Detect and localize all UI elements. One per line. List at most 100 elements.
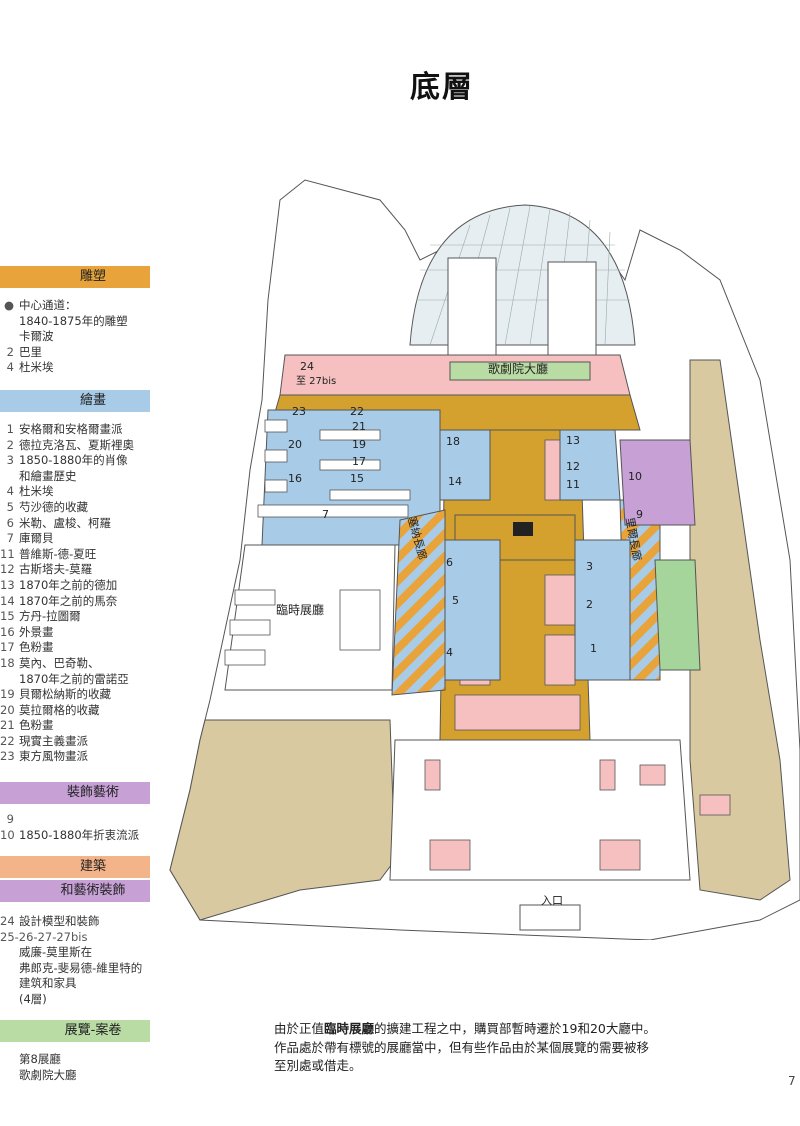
legend-item-text: 威廉-莫里斯在 xyxy=(19,945,93,960)
legend-item-text: 和繪畫歷史 xyxy=(19,468,77,483)
legend-item-text: 外景畫 xyxy=(19,624,54,639)
legend-item-text: 貝爾松納斯的收藏 xyxy=(19,687,111,702)
legend-item-text: 色粉畫 xyxy=(19,718,54,733)
legend-item-text: 第8展廳 xyxy=(19,1052,61,1066)
legend-item-text: 古斯塔夫-莫羅 xyxy=(19,562,93,577)
room-label-27bis: 至 27bis xyxy=(296,375,336,387)
legend-item: 卡爾波 xyxy=(0,329,128,345)
legend-item-number: 21 xyxy=(0,718,15,733)
legend-item-number: ● xyxy=(3,298,14,312)
legend-item: 歌劇院大廳 xyxy=(0,1068,77,1084)
legend-item-number: 18 xyxy=(0,655,15,670)
legend-item-number xyxy=(0,976,19,992)
legend-item-text: 弗郎克-斐易德-維里特的 xyxy=(19,960,143,975)
legend-item: 1840-1875年的雕塑 xyxy=(0,314,128,330)
zone-temporary-hall xyxy=(224,544,396,691)
legend-item: 10 1850-1880年折衷流派 xyxy=(0,828,139,844)
legend-item-number: 6 xyxy=(6,515,14,530)
temporary-hall-label: 臨時展廳 xyxy=(276,602,324,617)
legend-item-text: (4層) xyxy=(19,991,47,1006)
legend-item-number: 19 xyxy=(0,687,15,702)
page-number: 7 xyxy=(788,1074,796,1088)
legend-item-text: 德拉克洛瓦、夏斯裡奧 xyxy=(19,437,134,452)
legend-item: 建筑和家具 xyxy=(0,976,142,992)
legend-item: 9 xyxy=(0,812,139,828)
legend-item-number: 4 xyxy=(6,360,14,375)
legend-item-text: 卡爾波 xyxy=(19,329,54,344)
legend-item-text: 現實主義畫派 xyxy=(19,733,88,748)
opera-hall-label: 歌劇院大廳 xyxy=(488,361,548,376)
legend-item: ● 中心通道： xyxy=(0,298,128,314)
room-label-2: 2 xyxy=(586,598,593,611)
legend-item-text: 米勒、盧梭、柯羅 xyxy=(19,515,111,530)
legend-item-number: 2 xyxy=(6,437,14,452)
legend-header-architecture-2: 和藝術裝飾 xyxy=(0,880,150,902)
legend-item-number: 2 xyxy=(6,344,14,359)
legend-item: 1870年之前的雷諾亞 xyxy=(0,672,134,688)
legend-item-text: 1840-1875年的雕塑 xyxy=(19,313,128,328)
legend-item: 威廉-莫里斯在 xyxy=(0,945,142,961)
room-label-18: 18 xyxy=(446,435,460,448)
room-label-14: 14 xyxy=(448,475,462,488)
legend-item-number: 12 xyxy=(0,562,15,577)
room-label-10: 10 xyxy=(628,470,642,483)
footer-note: 由於正值臨時展廳的擴建工程之中，購買部暫時遷於19和20大廳中。 作品處於帶有標… xyxy=(274,1021,656,1073)
legend-item-number: 1 xyxy=(6,422,14,436)
legend-header-architecture: 建築 xyxy=(0,856,150,878)
legend-item-text: 芍沙德的收藏 xyxy=(19,499,88,514)
legend-item-number: 9 xyxy=(6,812,14,826)
legend-item-number xyxy=(0,945,19,961)
entrance-doors xyxy=(519,904,581,931)
legend-item-number: 16 xyxy=(0,624,15,639)
room-label-1: 1 xyxy=(590,642,597,655)
legend-item-number: 13 xyxy=(0,577,15,592)
legend-item-text: 杜米埃 xyxy=(19,360,54,375)
zone-painting-mid-left xyxy=(439,429,491,501)
legend-item-text: 建筑和家具 xyxy=(19,976,77,991)
legend-item: 第8展廳 xyxy=(0,1052,77,1068)
page-title: 底層 xyxy=(410,70,474,105)
legend-item: 4 杜米埃 xyxy=(0,360,128,376)
left-tower xyxy=(447,257,497,369)
legend-item-number: 7 xyxy=(6,531,14,546)
legend-item-text: 1850-1880年折衷流派 xyxy=(19,827,140,842)
room-label-3: 3 xyxy=(586,560,593,573)
zone-painting-lower-right xyxy=(574,539,631,681)
legend-item-text: 1850-1880年的肖像 xyxy=(19,453,128,468)
legend-item-number: 25-26-27-27bis xyxy=(0,929,88,944)
room-label-5: 5 xyxy=(452,594,459,607)
legend-item-text: 色粉畫 xyxy=(19,640,54,655)
legend-item-text: 中心通道： xyxy=(19,298,77,312)
legend-item-number: 10 xyxy=(0,827,15,842)
legend-item: 2 德拉克洛瓦、夏斯裡奧 xyxy=(0,438,134,454)
legend-item-text: 杜米埃 xyxy=(19,484,54,499)
legend-item: 16 外景畫 xyxy=(0,625,134,641)
legend-item-number xyxy=(0,992,19,1008)
legend-item: 12 古斯塔夫-莫羅 xyxy=(0,562,134,578)
legend-item-number: 3 xyxy=(6,453,14,468)
room-label-19: 19 xyxy=(352,438,366,451)
entrance-label: 入口 xyxy=(541,894,563,907)
legend-header-exhibition: 展覽-案卷 xyxy=(0,1020,150,1042)
central-monument xyxy=(513,522,533,536)
glass-dome xyxy=(409,204,636,346)
room-label-6: 6 xyxy=(446,556,453,569)
legend-item-text: 設計模型和裝飾 xyxy=(19,914,100,928)
legend-item-text: 1870年之前的馬奈 xyxy=(19,593,118,608)
legend-item-text: 莫內、巴奇勒、 xyxy=(19,655,100,670)
legend-item-text: 庫爾貝 xyxy=(19,531,54,546)
legend-item-number xyxy=(0,314,19,330)
zone-decorative-arts xyxy=(619,439,696,526)
